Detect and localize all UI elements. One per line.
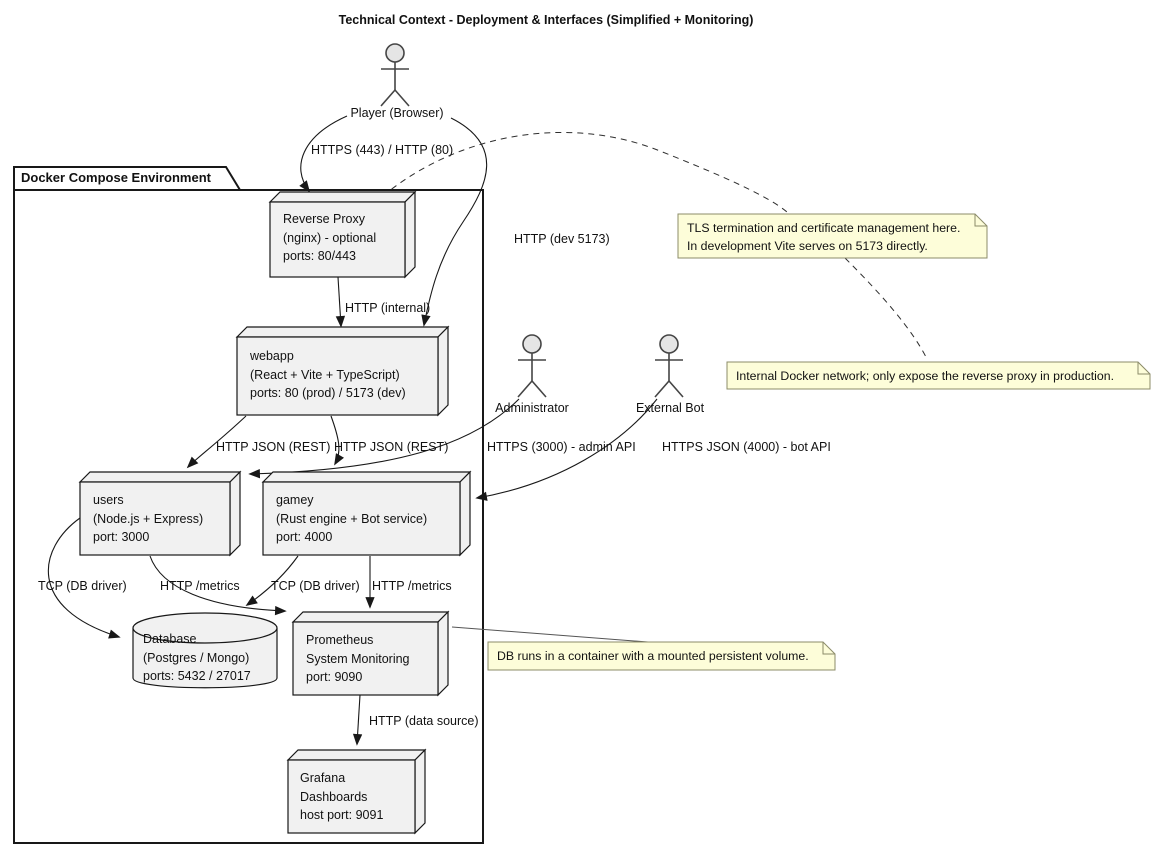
edge-proxy-webapp <box>335 276 346 328</box>
notes-layer <box>487 213 1151 671</box>
edge-webapp-gamey <box>330 415 345 466</box>
edge-label-prometheus-grafana: HTTP (data source) <box>369 714 479 728</box>
edge-admin-users <box>248 398 520 479</box>
external-bot-actor-icon <box>654 334 684 398</box>
edge-label-gamey-prometheus: HTTP /metrics <box>372 579 452 593</box>
prometheus-label: Prometheus System Monitoring port: 9090 <box>306 631 410 687</box>
node-line: ports: 80/443 <box>283 249 356 263</box>
player-actor-icon <box>380 43 410 107</box>
node-line: Prometheus <box>306 633 374 647</box>
node-line: host port: 9091 <box>300 808 384 822</box>
node-reverse-proxy <box>268 190 417 279</box>
actors-layer <box>380 43 684 398</box>
note-db-volume <box>487 641 836 671</box>
edge-gamey-db <box>245 555 299 606</box>
node-gamey <box>261 470 472 557</box>
nodes-layer <box>78 190 472 835</box>
edge-label-webapp-users: HTTP JSON (REST) <box>216 440 331 454</box>
reverse-proxy-label: Reverse Proxy (nginx) - optional ports: … <box>283 210 376 266</box>
edge-prometheus-grafana <box>352 694 363 746</box>
edge-player-proxy <box>299 115 348 193</box>
edge-label-users-db: TCP (DB driver) <box>38 579 127 593</box>
note-network <box>726 361 1151 390</box>
edges-layer <box>47 115 658 746</box>
users-label: users (Node.js + Express) port: 3000 <box>93 491 203 547</box>
node-line: Database <box>143 632 197 646</box>
node-webapp <box>235 325 450 417</box>
note-connector-db-volume <box>451 626 649 643</box>
edge-label-proxy-webapp: HTTP (internal) <box>345 301 431 315</box>
administrator-actor-label: Administrator <box>495 401 569 415</box>
node-users <box>78 470 242 557</box>
edge-player-webapp <box>421 117 488 327</box>
diagram-title: Technical Context - Deployment & Interfa… <box>338 13 754 27</box>
node-prometheus <box>291 610 450 697</box>
webapp-label: webapp (React + Vite + TypeScript) ports… <box>250 347 406 403</box>
edge-users-prometheus <box>149 555 287 616</box>
node-line: System Monitoring <box>306 651 410 666</box>
node-line: (Node.js + Express) <box>93 511 204 526</box>
edge-label-player-webapp: HTTP (dev 5173) <box>514 232 610 246</box>
node-grafana <box>286 748 427 835</box>
note-line: DB runs in a container with a mounted pe… <box>497 649 809 663</box>
node-database-cylinder <box>132 612 278 689</box>
grafana-label: Grafana Dashboards host port: 9091 <box>300 769 383 825</box>
node-line: (Postgres / Mongo) <box>143 650 250 665</box>
note-line: TLS termination and certificate manageme… <box>687 221 961 235</box>
edge-label-admin-users: HTTPS (3000) - admin API <box>487 440 636 454</box>
note-line: In development Vite serves on 5173 direc… <box>687 238 928 253</box>
note-line: Internal Docker network; only expose the… <box>736 369 1114 383</box>
gamey-label: gamey (Rust engine + Bot service) port: … <box>276 491 427 547</box>
node-line: gamey <box>276 493 314 507</box>
edge-users-db <box>47 517 121 639</box>
edge-label-gamey-db: TCP (DB driver) <box>271 579 360 593</box>
node-line: Reverse Proxy <box>283 212 365 226</box>
edge-label-bot-gamey: HTTPS JSON (4000) - bot API <box>662 440 831 454</box>
node-line: (React + Vite + TypeScript) <box>250 367 400 382</box>
node-line: users <box>93 493 124 507</box>
node-line: (nginx) - optional <box>283 230 377 245</box>
node-line: Dashboards <box>300 789 368 804</box>
player-actor-label: Player (Browser) <box>350 106 444 120</box>
node-line: ports: 5432 / 27017 <box>143 669 251 683</box>
note-tls <box>677 213 988 259</box>
edge-label-users-prometheus: HTTP /metrics <box>160 579 240 593</box>
edge-label-webapp-gamey: HTTP JSON (REST) <box>334 440 449 454</box>
database-label: Database (Postgres / Mongo) ports: 5432 … <box>143 630 251 686</box>
note-network-text: Internal Docker network; only expose the… <box>736 368 1114 386</box>
edge-label-player-proxy: HTTPS (443) / HTTP (80) <box>311 143 454 157</box>
edge-bot-gamey <box>475 398 658 501</box>
node-line: ports: 80 (prod) / 5173 (dev) <box>250 386 406 400</box>
administrator-actor-icon <box>517 334 547 398</box>
node-line: webapp <box>250 349 294 363</box>
node-line: (Rust engine + Bot service) <box>276 511 428 526</box>
frame-title: Docker Compose Environment <box>21 170 211 185</box>
node-line: port: 3000 <box>93 530 150 544</box>
node-line: port: 4000 <box>276 530 333 544</box>
node-line: Grafana <box>300 771 346 785</box>
note-tls-text: TLS termination and certificate manageme… <box>687 220 960 255</box>
note-db-volume-text: DB runs in a container with a mounted pe… <box>497 648 809 666</box>
external-bot-actor-label: External Bot <box>635 401 705 415</box>
edge-webapp-users <box>186 415 247 469</box>
node-line: port: 9090 <box>306 670 363 684</box>
note-connector-network <box>844 257 928 360</box>
